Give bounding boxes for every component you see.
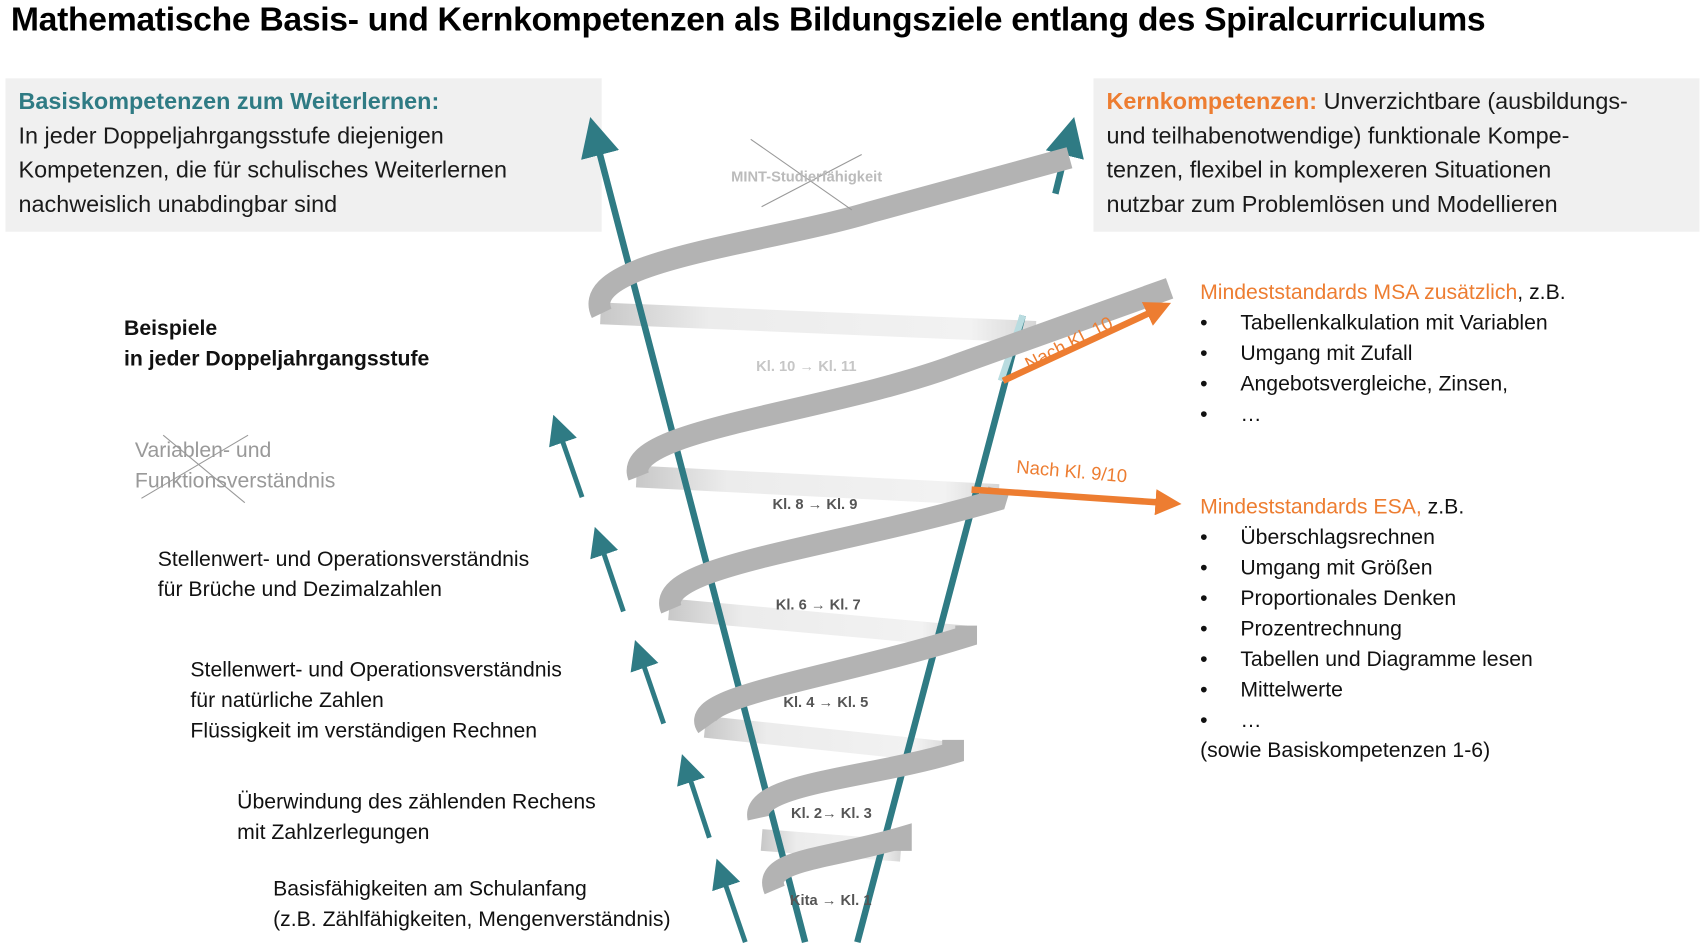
list-item: •Tabellenkalkulation mit Variablen bbox=[1200, 311, 1548, 336]
esa-arrow bbox=[971, 486, 1182, 516]
ribbon-front bbox=[694, 625, 978, 734]
progress-arrow bbox=[712, 858, 748, 944]
ribbon-back bbox=[668, 598, 968, 648]
progress-arrow bbox=[677, 754, 712, 839]
examples-heading: Beispiele in jeder Doppeljahrgangsstufe bbox=[124, 316, 430, 372]
stage-label: Kl. 10 → Kl. 11 bbox=[756, 357, 857, 375]
stage-label: Kl. 2→ Kl. 3 bbox=[790, 805, 872, 822]
progress-arrow bbox=[630, 639, 666, 725]
msa-arrow bbox=[1001, 302, 1172, 384]
kern-heading: Kernkompetenzen: bbox=[1106, 88, 1318, 115]
list-item: •Mittelwerte bbox=[1200, 677, 1343, 702]
basis-item: Stellenwert- und Operationsverständnis f… bbox=[157, 547, 530, 602]
msa-heading: Mindeststandards MSA zusätzlich bbox=[1200, 280, 1518, 305]
ribbon-front bbox=[747, 739, 964, 821]
list-item: •Umgang mit Größen bbox=[1200, 555, 1433, 580]
esa-note: (sowie Basiskompetenzen 1-6) bbox=[1200, 738, 1491, 763]
ribbon-back bbox=[635, 465, 1000, 506]
list-item: •… bbox=[1200, 402, 1262, 427]
basis-item: Stellenwert- und Operationsverständnis f… bbox=[190, 658, 562, 744]
ribbon-front bbox=[762, 823, 912, 895]
variablen-crossed: Variablen- und Funktionsverständnis bbox=[134, 438, 336, 493]
basis-item: Basisfähigkeiten am Schulanfang (z.B. Zä… bbox=[273, 876, 671, 932]
stage-label: Kita → Kl. 1 bbox=[789, 892, 872, 909]
list-item: •Proportionales Denken bbox=[1200, 586, 1457, 611]
list-item: •Angebotsvergleiche, Zinsen, bbox=[1200, 372, 1509, 397]
stage-label: Kl. 8 → Kl. 9 bbox=[772, 496, 858, 513]
progress-arrow bbox=[549, 414, 585, 499]
ribbon-front bbox=[626, 278, 1174, 481]
list-item: •Umgang mit Zufall bbox=[1200, 341, 1413, 366]
list-item: •… bbox=[1200, 708, 1262, 733]
ribbon-front bbox=[588, 147, 1073, 319]
basis-line: Kompetenzen, die für schulisches Weiterl… bbox=[18, 156, 507, 183]
msa-list: Mindeststandards MSA zusätzlich, z.B. •T… bbox=[1200, 277, 1566, 429]
kern-line: nutzbar zum Problemlösen und Modellieren bbox=[1106, 190, 1558, 218]
stage-label: Kl. 6 → Kl. 7 bbox=[775, 596, 861, 613]
stage-label: Kl. 4 → Kl. 5 bbox=[783, 694, 869, 711]
ribbon-back bbox=[600, 302, 1037, 343]
page-title: Mathematische Basis- und Kernkompetenzen… bbox=[10, 0, 1486, 39]
mint-label-crossed: MINT-Studierfähigkeit bbox=[731, 168, 883, 185]
esa-heading: Mindeststandards ESA, bbox=[1200, 495, 1422, 519]
kernkompetenzen-box: Kernkompetenzen: Unverzichtbare (ausbild… bbox=[1093, 78, 1700, 232]
kern-line: und teilhabenotwendige) funktionale Komp… bbox=[1106, 122, 1570, 149]
list-item: •Tabellen und Diagramme lesen bbox=[1200, 647, 1533, 672]
basiskompetenzen-box: Basiskompetenzen zum Weiterlernen: In je… bbox=[5, 78, 602, 232]
cross-out-marks bbox=[141, 138, 862, 504]
list-item: •Überschlagsrechnen bbox=[1200, 525, 1435, 550]
ribbon-front bbox=[659, 486, 1010, 614]
spiral-front-ribbons bbox=[588, 147, 1174, 895]
kern-line: Unverzichtbare (ausbildungs- bbox=[1317, 88, 1628, 115]
basis-item: Überwindung des zählenden Rechens mit Za… bbox=[237, 789, 596, 845]
progress-arrow bbox=[590, 526, 626, 613]
progress-arrows bbox=[549, 414, 748, 944]
basis-line: nachweislich unabdingbar sind bbox=[18, 190, 338, 218]
list-item: •Prozentrechnung bbox=[1200, 616, 1402, 641]
esa-list: Mindeststandards ESA, z.B. •Überschlagsr… bbox=[1200, 492, 1533, 766]
basis-line: In jeder Doppeljahrgangsstufe diejenigen bbox=[18, 122, 444, 149]
kern-line: tenzen, flexibel in komplexeren Situatio… bbox=[1106, 156, 1552, 183]
basis-heading: Basiskompetenzen zum Weiterlernen: bbox=[18, 88, 440, 115]
